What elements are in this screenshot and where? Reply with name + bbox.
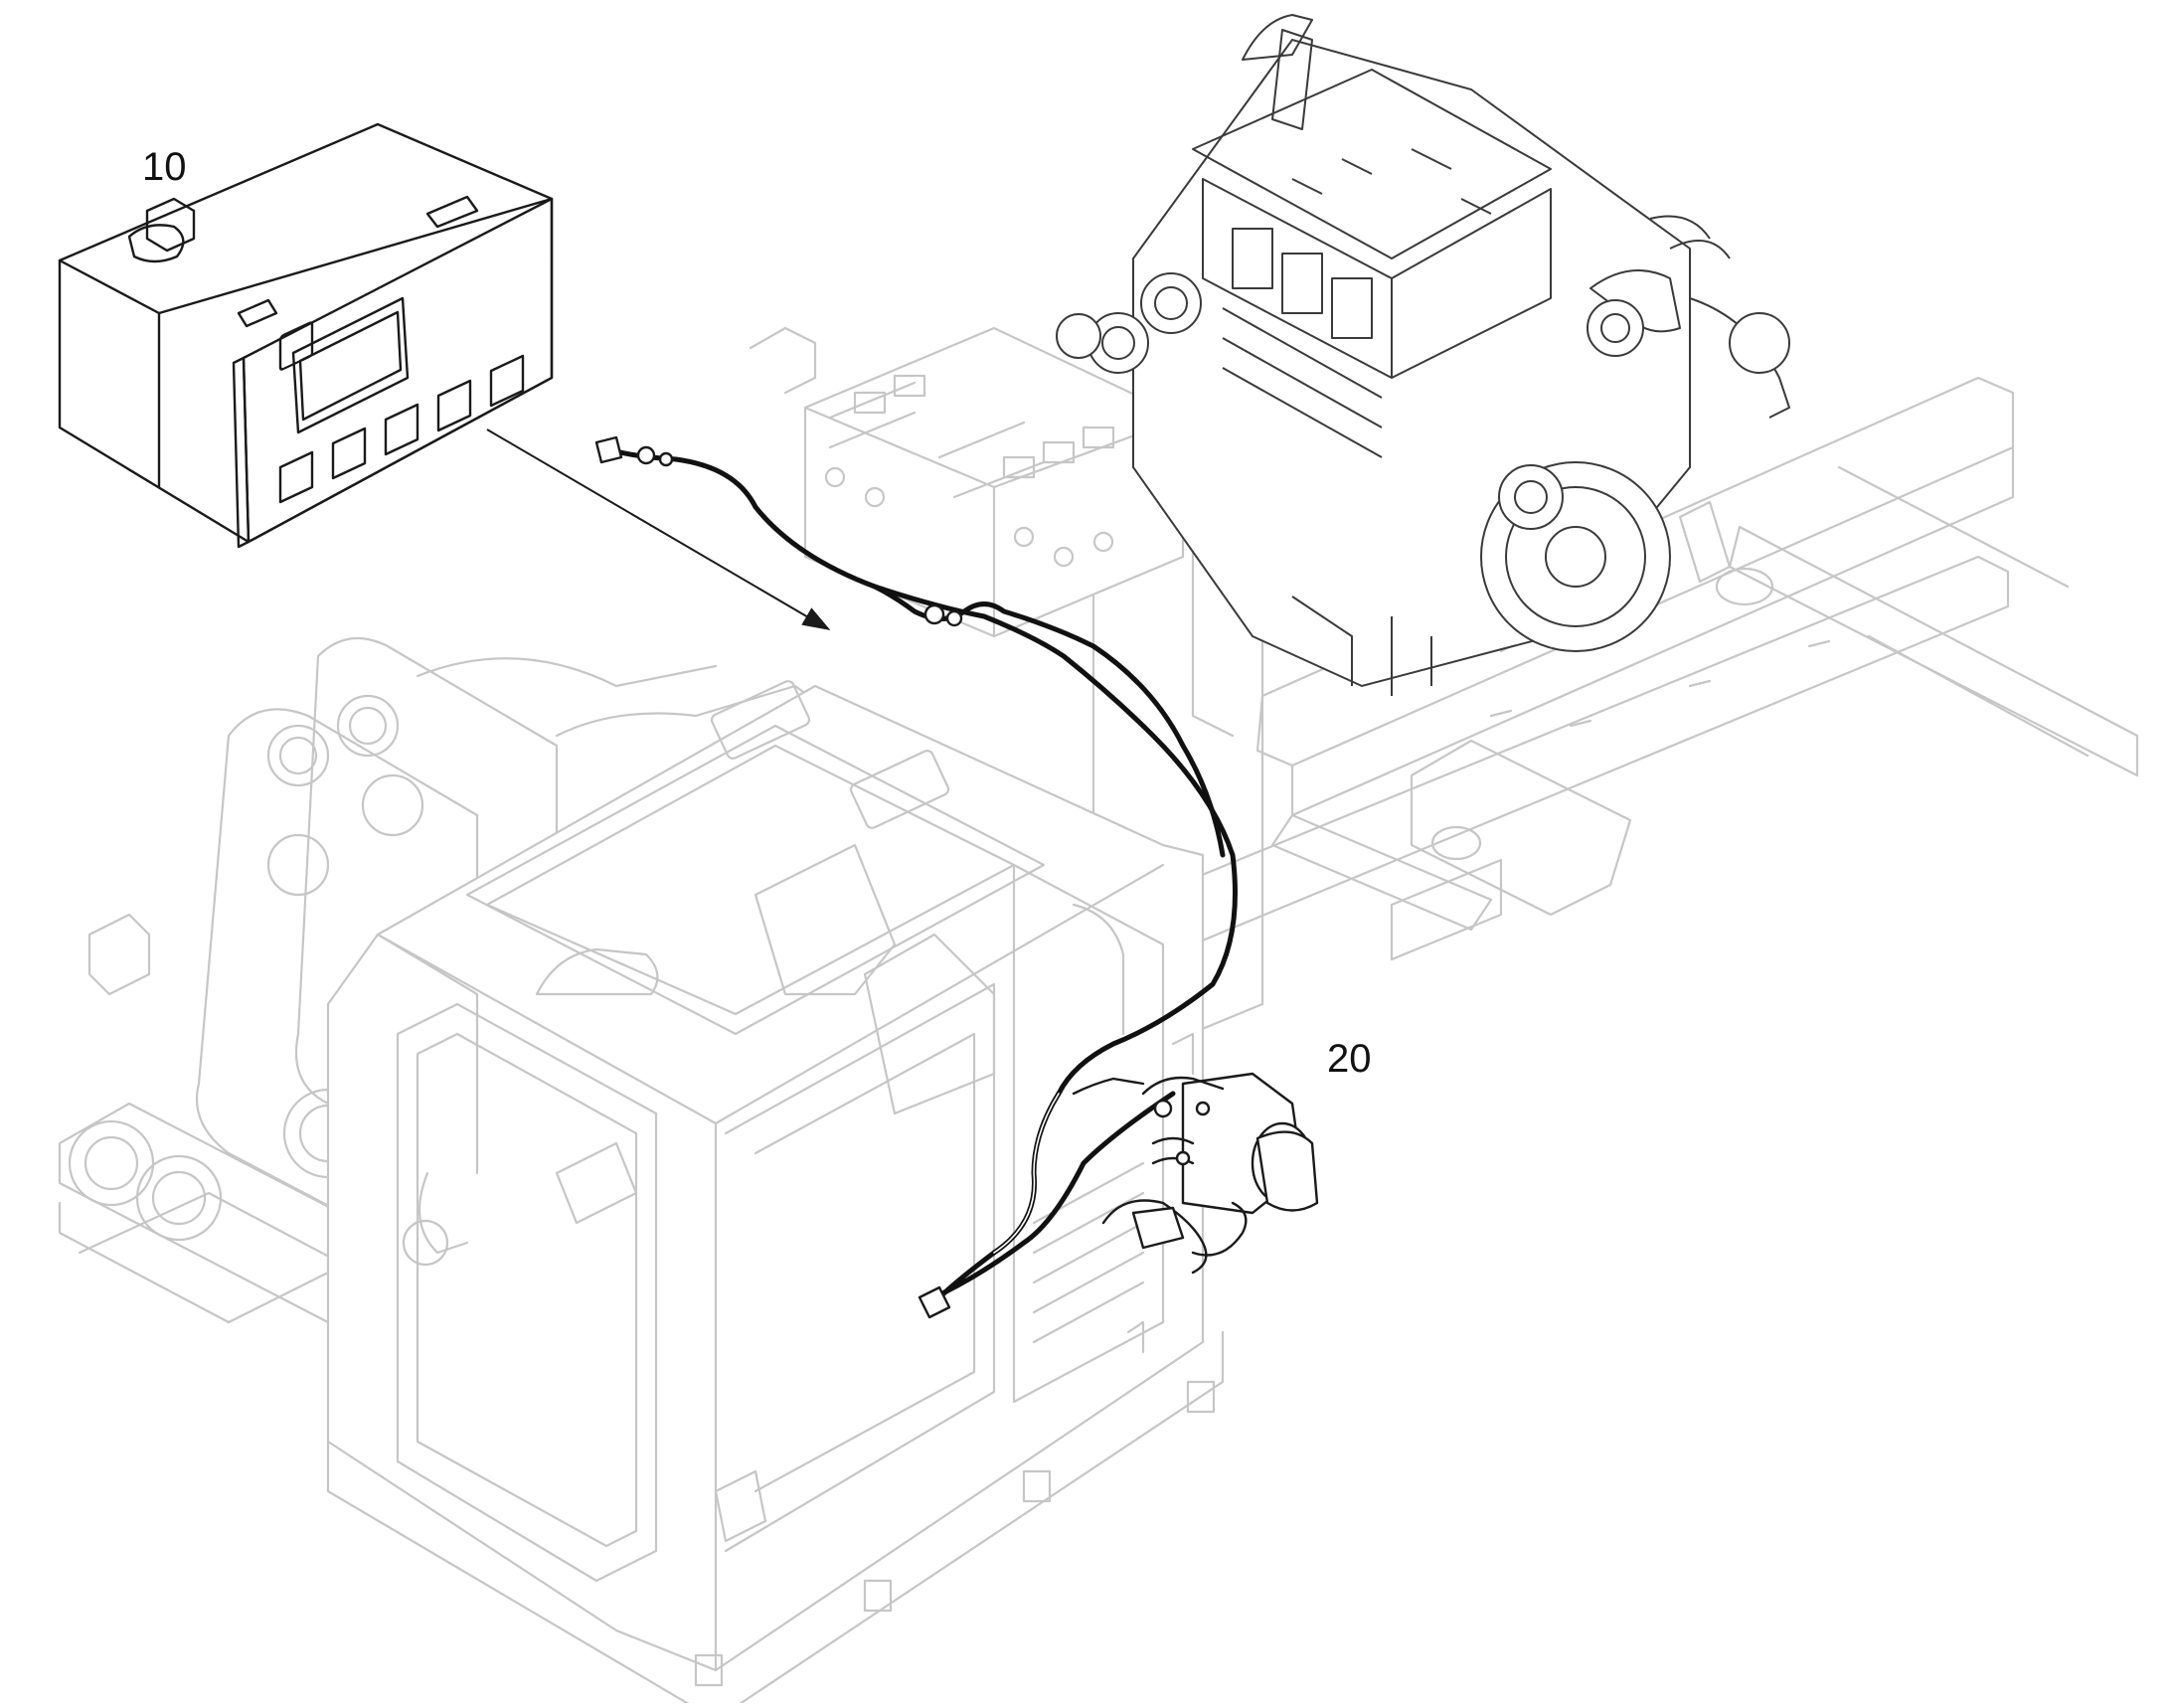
valve-blocks	[749, 326, 1185, 638]
wiring-harness	[594, 435, 1238, 1319]
operator-cab	[326, 680, 1225, 1708]
callout-item-10: 10	[142, 145, 187, 189]
engine-assembly	[1056, 14, 1790, 696]
auxiliary-heater-icon	[1072, 1072, 1319, 1275]
callout-item-20: 20	[1327, 1037, 1372, 1081]
timer-control-unit-icon	[58, 122, 554, 549]
leader-line-10	[486, 428, 831, 631]
